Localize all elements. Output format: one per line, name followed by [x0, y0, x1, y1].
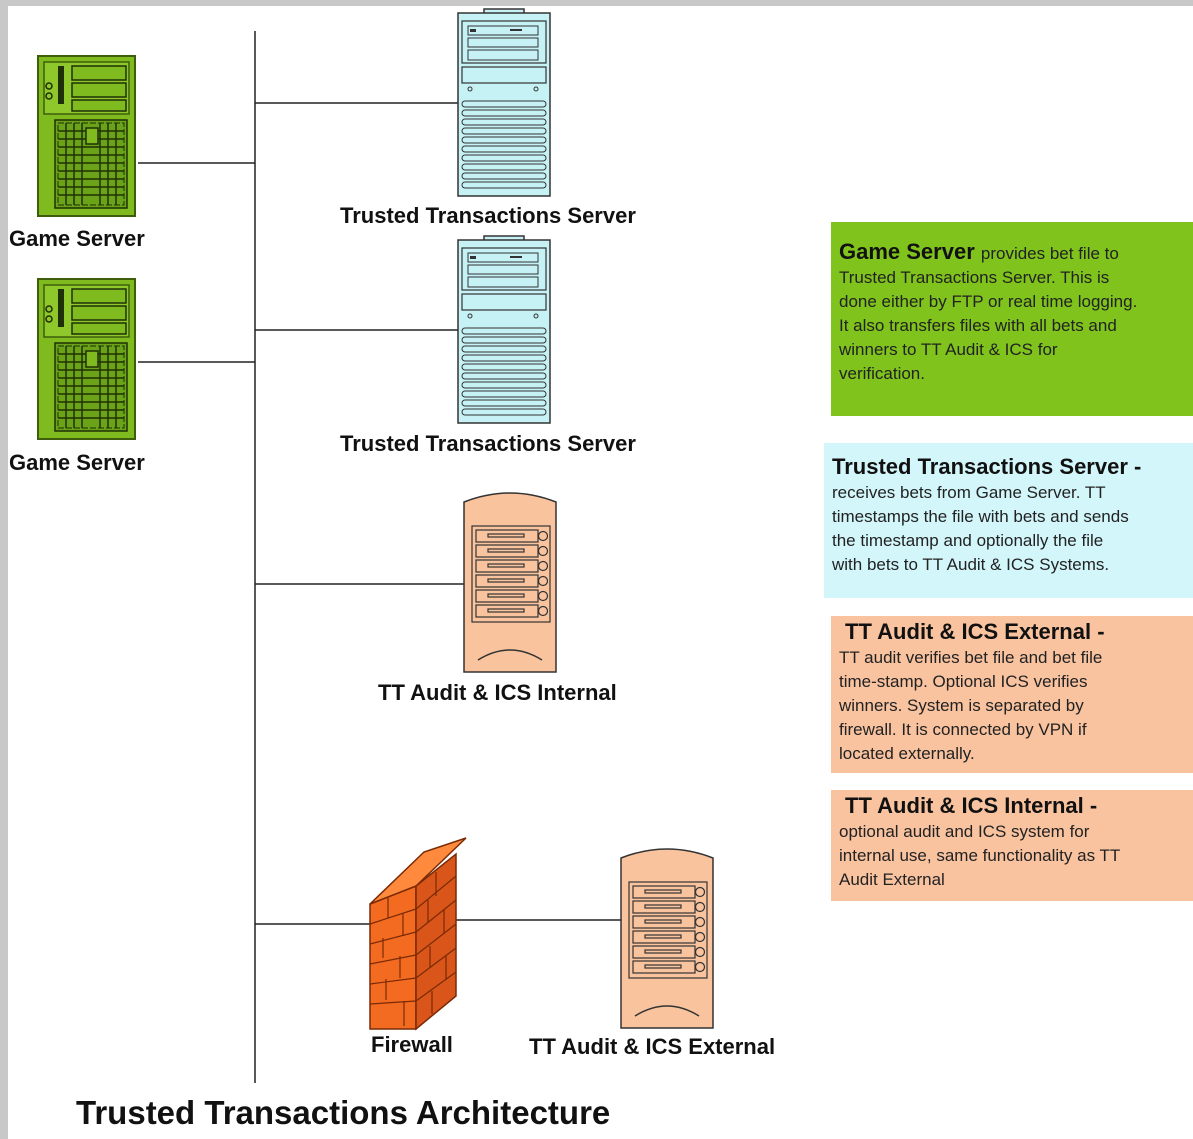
- audit-internal-info-line-3: Audit External: [839, 870, 945, 889]
- game-server-info-line-4: It also transfers files with all bets an…: [839, 316, 1117, 335]
- tts-label-2: Trusted Transactions Server: [340, 431, 636, 456]
- game-server-info-box: Game Server provides bet file to Trusted…: [831, 222, 1193, 416]
- tts-info-line-1: receives bets from Game Server. TT: [832, 483, 1106, 502]
- audit-internal-info-box: TT Audit & ICS Internal - optional audit…: [831, 790, 1193, 901]
- audit-internal-label: TT Audit & ICS Internal: [378, 680, 617, 705]
- firewall-icon: [369, 837, 467, 1031]
- tts-label-1: Trusted Transactions Server: [340, 203, 636, 228]
- tts-info-title: Trusted Transactions Server: [832, 454, 1128, 479]
- trusted-transactions-server-icon: [457, 8, 551, 197]
- tt-audit-server-icon: [463, 492, 557, 673]
- audit-external-info-line-2: time-stamp. Optional ICS verifies: [839, 672, 1088, 691]
- audit-external-info-title: TT Audit & ICS External -: [845, 619, 1105, 644]
- audit-internal-info-line-2: internal use, same functionality as TT: [839, 846, 1121, 865]
- tts-info-line-2: timestamps the file with bets and sends: [832, 507, 1129, 526]
- trusted-transactions-server-icon: [457, 235, 551, 424]
- game-server-icon: [37, 278, 136, 440]
- game-server-info-line-1: provides bet file to: [980, 244, 1119, 263]
- firewall-label: Firewall: [371, 1032, 453, 1057]
- tt-audit-server-icon: [620, 848, 714, 1029]
- audit-internal-info-line-1: optional audit and ICS system for: [839, 822, 1090, 841]
- audit-external-info-line-4: firewall. It is connected by VPN if: [839, 720, 1087, 739]
- game-server-info-line-2: Trusted Transactions Server. This is: [839, 268, 1110, 287]
- audit-external-info-line-3: winners. System is separated by: [839, 696, 1084, 715]
- tts-info-title-suffix: -: [1127, 454, 1142, 479]
- audit-external-info-line-5: located externally.: [839, 744, 975, 763]
- game-server-info-line-5: winners to TT Audit & ICS for: [839, 340, 1058, 359]
- game-server-icon: [37, 55, 136, 217]
- network-diagram: [37, 8, 714, 1083]
- tts-info-box: Trusted Transactions Server - receives b…: [824, 443, 1193, 598]
- game-server-info-title: Game Server: [839, 239, 981, 264]
- diagram-canvas: Game Server Game Server Trusted Transact…: [8, 6, 1193, 1139]
- connection-lines: [138, 31, 622, 1083]
- diagram-title: Trusted Transactions Architecture: [76, 1094, 611, 1131]
- game-server-info-line-6: verification.: [839, 364, 925, 383]
- audit-external-info-line-1: TT audit verifies bet file and bet file: [839, 648, 1103, 667]
- audit-external-info-box: TT Audit & ICS External - TT audit verif…: [831, 616, 1193, 773]
- game-server-label-1: Game Server: [9, 226, 145, 251]
- game-server-label-2: Game Server: [9, 450, 145, 475]
- game-server-info-line-3: done either by FTP or real time logging.: [839, 292, 1138, 311]
- audit-external-label: TT Audit & ICS External: [529, 1034, 776, 1059]
- audit-internal-info-title: TT Audit & ICS Internal -: [845, 793, 1098, 818]
- tts-info-line-4: with bets to TT Audit & ICS Systems.: [832, 555, 1110, 574]
- tts-info-line-3: the timestamp and optionally the file: [832, 531, 1104, 550]
